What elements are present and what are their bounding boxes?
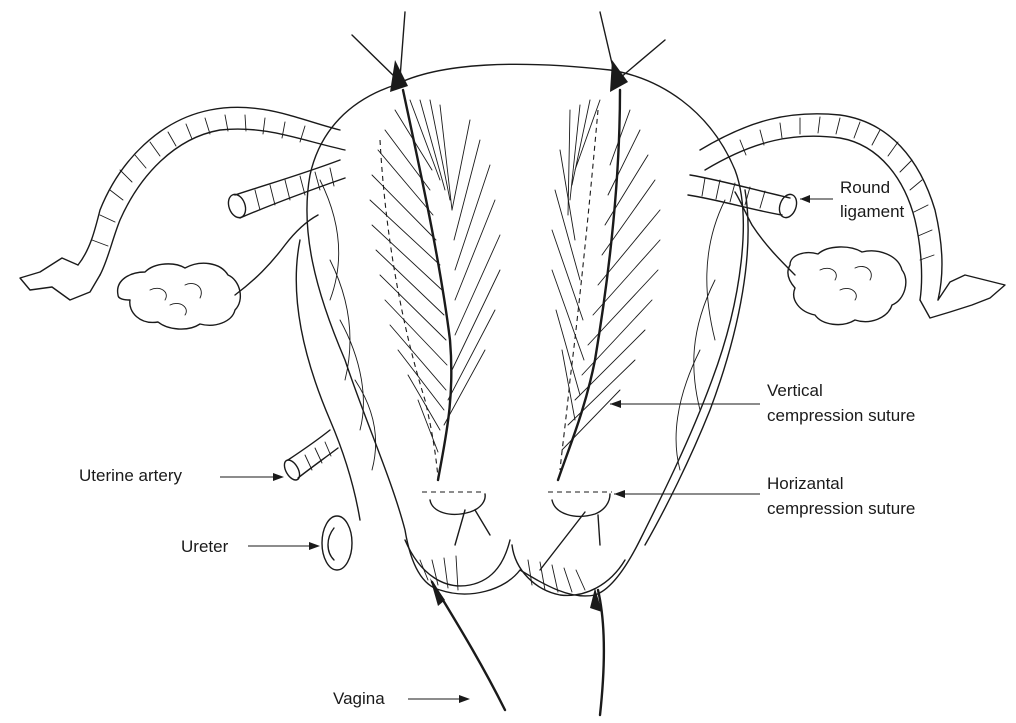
ureter	[322, 516, 352, 570]
vagina	[430, 578, 604, 715]
left-ovary	[118, 215, 318, 329]
hatching	[320, 100, 725, 592]
label-vertical-line1: Vertical	[767, 380, 823, 401]
label-round-ligament-line2: ligament	[840, 201, 904, 222]
label-vertical-line2: cempression suture	[767, 405, 915, 426]
left-round-ligament	[225, 160, 345, 220]
uterus-body	[296, 12, 748, 596]
label-arrows	[220, 195, 833, 703]
label-ureter: Ureter	[181, 536, 228, 557]
label-horizontal-line1: Horizantal	[767, 473, 844, 494]
label-round-ligament-line1: Round	[840, 177, 890, 198]
uterine-artery	[281, 430, 338, 483]
label-vagina: Vagina	[333, 688, 385, 709]
right-round-ligament	[688, 175, 800, 220]
label-horizontal-line2: cempression suture	[767, 498, 915, 519]
label-uterine-artery: Uterine artery	[79, 465, 182, 486]
